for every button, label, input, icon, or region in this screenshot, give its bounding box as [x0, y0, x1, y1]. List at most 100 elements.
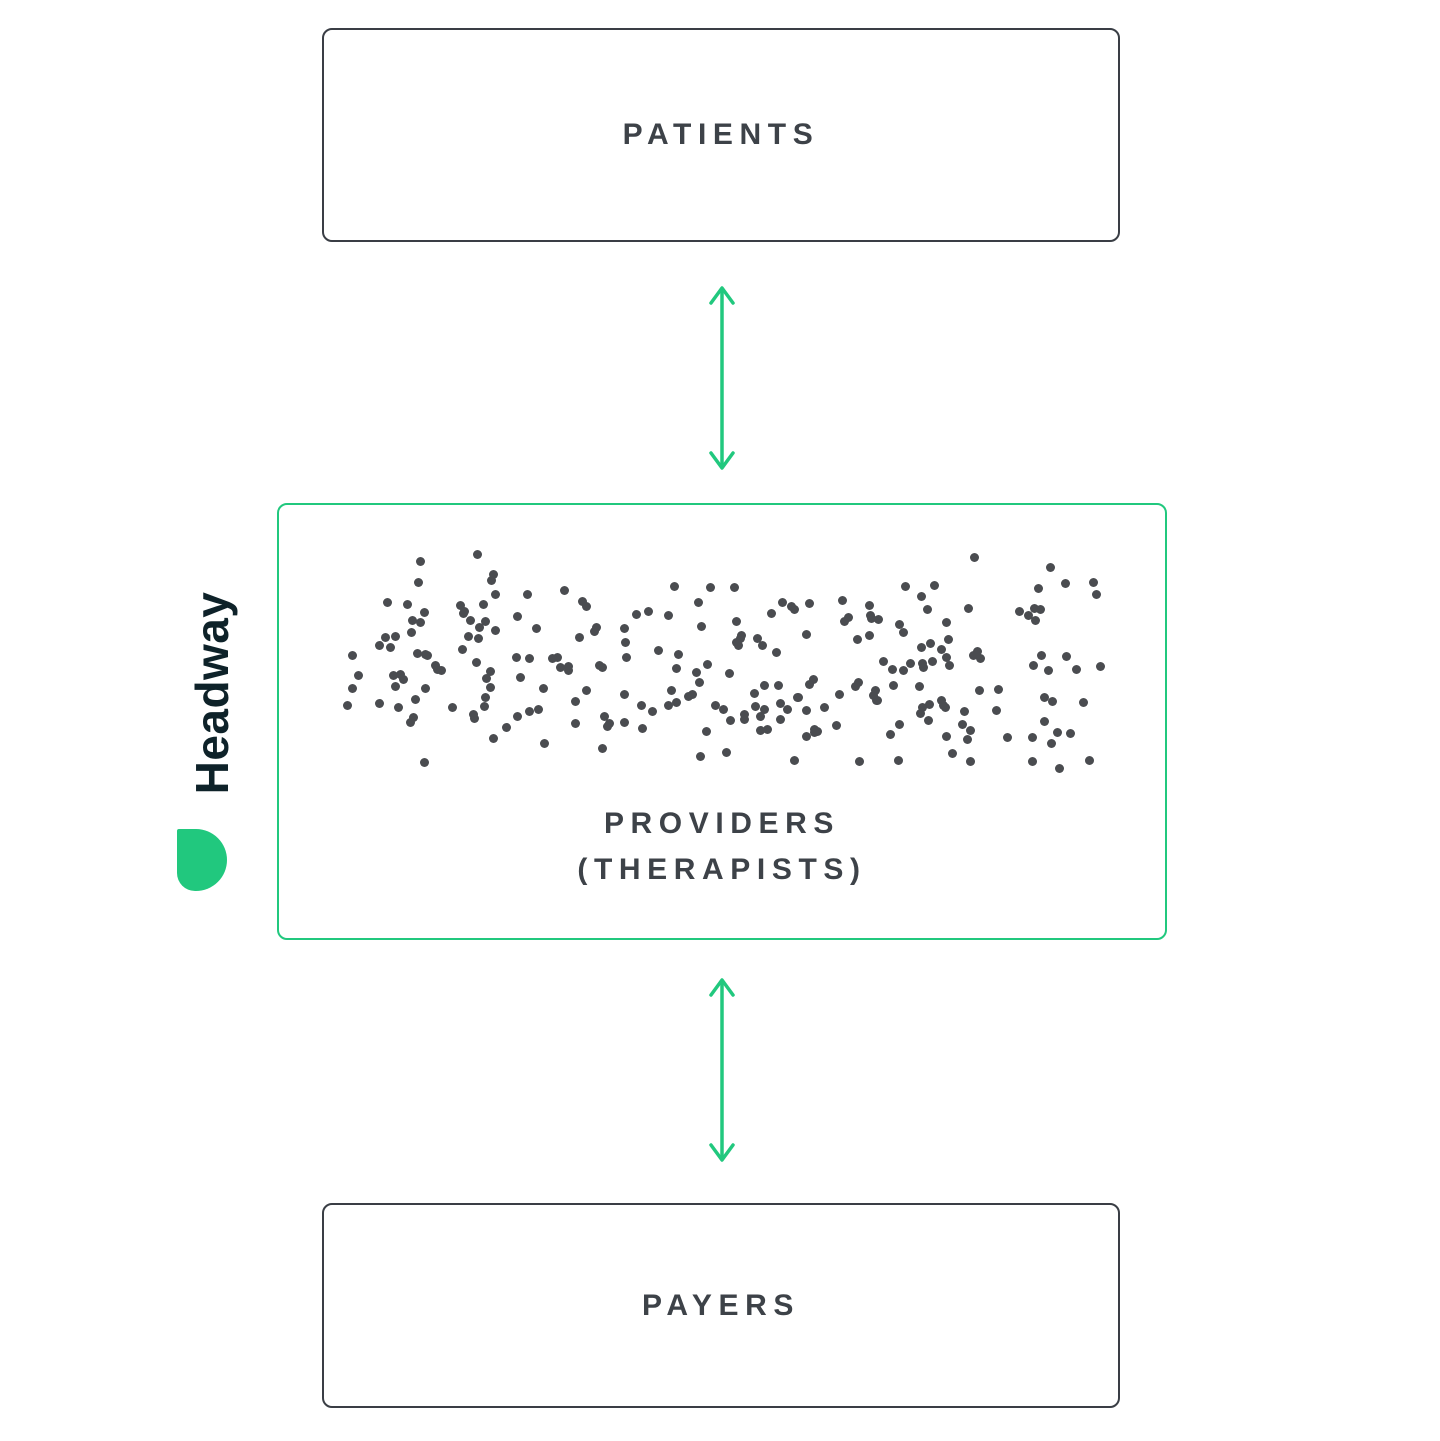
provider-dot — [1085, 755, 1095, 765]
provider-dot — [919, 663, 929, 673]
provider-dot — [525, 653, 535, 663]
provider-dot — [1053, 727, 1063, 737]
provider-dot — [925, 699, 935, 709]
provider-dot — [456, 600, 466, 610]
provider-dot — [412, 648, 422, 658]
provider-dot — [672, 664, 682, 674]
provider-dot — [739, 709, 749, 719]
provider-dot — [409, 713, 419, 723]
provider-dot — [491, 590, 501, 600]
provider-dot — [819, 702, 829, 712]
patients-label: PATIENTS — [622, 118, 820, 151]
provider-dot — [416, 557, 426, 567]
provider-dot — [478, 599, 488, 609]
provider-dot — [1015, 606, 1025, 616]
provider-dot — [692, 667, 702, 677]
provider-dot — [1030, 615, 1040, 625]
provider-dot — [794, 692, 804, 702]
provider-dot — [778, 597, 788, 607]
provider-dot — [619, 689, 629, 699]
provider-dot — [724, 669, 734, 679]
provider-dot — [772, 647, 782, 657]
provider-dot — [486, 576, 496, 586]
provider-dot — [802, 732, 812, 742]
provider-dot — [619, 718, 629, 728]
provider-dot — [1055, 763, 1065, 773]
provider-dot — [406, 718, 416, 728]
provider-dot — [705, 583, 715, 593]
provider-dot — [940, 702, 950, 712]
provider-dot — [464, 631, 474, 641]
provider-dot — [599, 711, 609, 721]
provider-dot — [731, 616, 741, 626]
provider-dot — [532, 624, 542, 634]
provider-dot — [432, 664, 442, 674]
provider-dot — [1048, 697, 1058, 707]
provider-dot — [991, 706, 1001, 716]
provider-dot — [1024, 610, 1034, 620]
provider-dot — [773, 680, 783, 690]
provider-dot — [560, 585, 570, 595]
provider-dot — [512, 652, 522, 662]
providers-label-line1: PROVIDERS — [603, 807, 841, 840]
provider-dot — [899, 665, 909, 675]
provider-dot — [895, 719, 905, 729]
provider-dot — [838, 596, 848, 606]
provider-dot — [801, 706, 811, 716]
provider-dot — [762, 725, 772, 735]
provider-dot — [411, 694, 421, 704]
provider-dot — [408, 615, 418, 625]
provider-dot — [480, 616, 490, 626]
provider-dot — [1060, 578, 1070, 588]
provider-dot — [776, 699, 786, 709]
provider-dot — [380, 633, 390, 643]
provider-dot — [1088, 577, 1098, 587]
provider-dot — [643, 606, 653, 616]
provider-dot — [395, 669, 405, 679]
provider-dot — [965, 726, 975, 736]
provider-dot — [473, 550, 483, 560]
provider-dot — [538, 683, 548, 693]
provider-dot — [637, 701, 647, 711]
provider-dot — [386, 642, 396, 652]
provider-dot — [843, 613, 853, 623]
provider-dot — [936, 644, 946, 654]
provider-dot — [1028, 660, 1038, 670]
provider-dot — [457, 644, 467, 654]
provider-dot — [512, 611, 522, 621]
provider-dot — [805, 679, 815, 689]
provider-dot — [347, 683, 357, 693]
provider-dot — [589, 626, 599, 636]
provider-dot — [888, 665, 898, 675]
provider-dot — [575, 633, 585, 643]
provider-dot — [696, 622, 706, 632]
provider-dot — [1095, 662, 1105, 672]
provider-dot — [801, 629, 811, 639]
provider-dot — [416, 618, 426, 628]
provider-dot — [729, 582, 739, 592]
provider-dot — [948, 748, 957, 758]
provider-dot — [1066, 728, 1076, 738]
provider-dot — [393, 702, 403, 712]
provider-dot — [390, 632, 400, 642]
provider-dot — [653, 645, 663, 655]
provider-dot — [832, 721, 842, 731]
provider-dot — [671, 697, 681, 707]
provider-dot — [894, 756, 904, 766]
provider-dot — [419, 757, 429, 767]
provider-dot — [524, 706, 534, 716]
provider-dot — [343, 701, 353, 711]
provider-dot — [547, 653, 557, 663]
provider-dot — [1091, 589, 1101, 599]
provider-dot — [886, 730, 896, 740]
provider-dot — [419, 607, 429, 617]
provider-dot — [648, 706, 658, 716]
provider-dot — [702, 660, 712, 670]
provider-dot — [853, 677, 863, 687]
provider-dot — [766, 609, 776, 619]
provider-dot — [924, 716, 934, 726]
provider-dot — [918, 658, 928, 668]
provider-dot — [782, 704, 792, 714]
provider-dot — [752, 634, 762, 644]
provider-dot — [865, 630, 875, 640]
